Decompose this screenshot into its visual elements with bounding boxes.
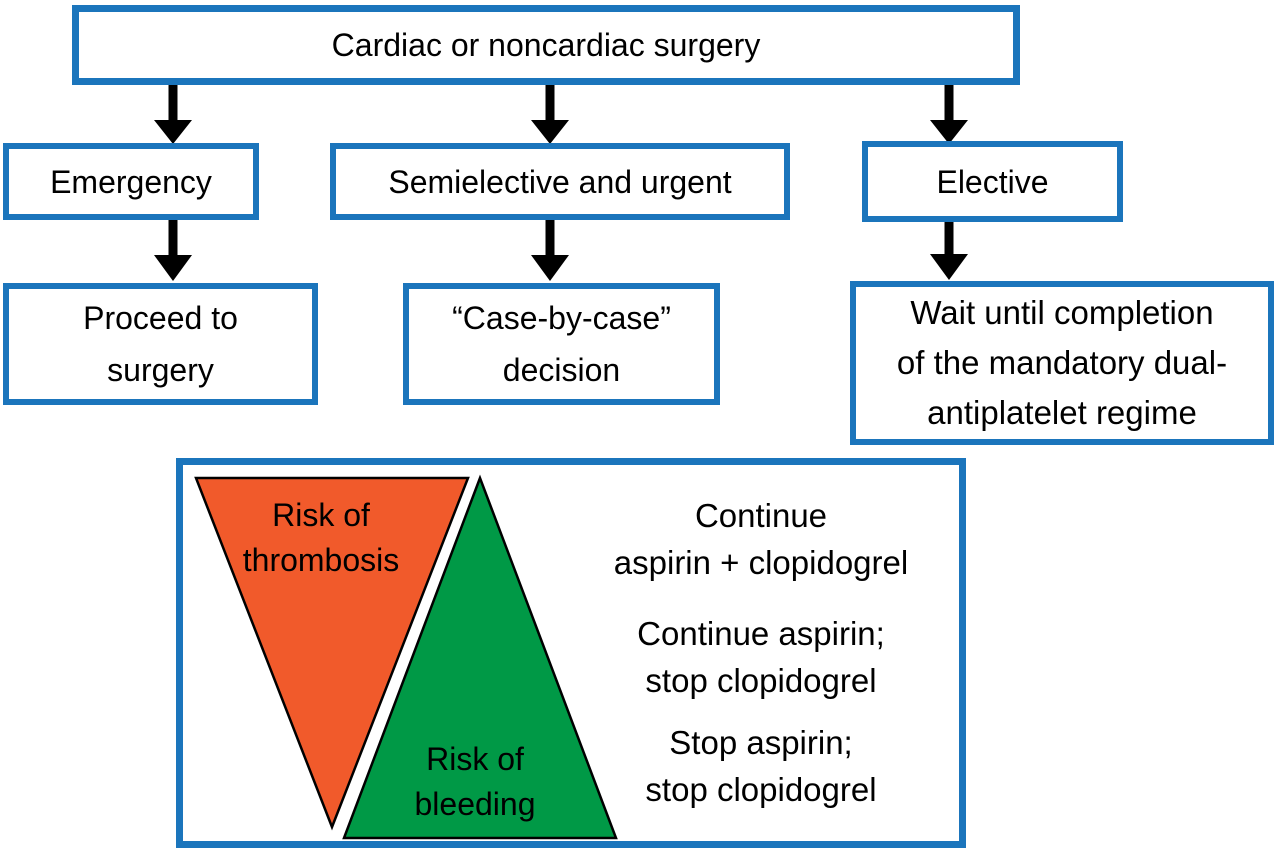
arrow-down-to-emergency-icon: [154, 84, 192, 144]
arrow-down-to-semielective-icon: [531, 84, 569, 144]
node-emergency: Emergency: [3, 143, 259, 220]
node-elective-label: Elective: [936, 163, 1049, 200]
node-semielective-urgent-label: Semielective and urgent: [388, 163, 732, 200]
risk-triangles: [194, 474, 618, 840]
arrow-down-to-proceed-icon: [154, 219, 192, 281]
risk-tradeoff-panel: Risk of thrombosis Risk of bleeding Cont…: [176, 458, 966, 848]
node-emergency-label: Emergency: [50, 163, 212, 200]
node-surgery-type-label: Cardiac or noncardiac surgery: [331, 27, 761, 63]
node-semielective-urgent: Semielective and urgent: [330, 143, 790, 220]
node-case-by-case-decision-label: “Case-by-case” decision: [452, 300, 671, 388]
node-elective: Elective: [862, 141, 1123, 222]
arrow-down-to-elective-icon: [930, 84, 968, 144]
thrombosis-triangle-icon: [194, 476, 470, 831]
bleeding-triangle-icon: [342, 474, 618, 840]
option-continue-aspirin-clopidogrel: Continue aspirin + clopidogrel: [613, 497, 909, 581]
node-case-by-case-decision: “Case-by-case” decision: [403, 283, 720, 405]
thrombosis-risk-label: Risk of thrombosis: [242, 497, 400, 578]
node-proceed-to-surgery-label: Proceed to surgery: [83, 300, 238, 388]
option-stop-aspirin-stop-clopidogrel: Stop aspirin; stop clopidogrel: [645, 724, 877, 808]
node-wait-dual-antiplatelet: Wait until completion of the mandatory d…: [850, 281, 1274, 445]
arrow-down-to-wait-icon: [930, 221, 968, 280]
arrow-down-to-case-by-case-icon: [531, 219, 569, 281]
node-proceed-to-surgery: Proceed to surgery: [3, 283, 318, 405]
bleeding-risk-label: Risk of bleeding: [414, 741, 536, 822]
node-surgery-type: Cardiac or noncardiac surgery: [72, 5, 1020, 85]
option-continue-aspirin-stop-clopidogrel: Continue aspirin; stop clopidogrel: [637, 615, 885, 699]
node-wait-dual-antiplatelet-label: Wait until completion of the mandatory d…: [896, 294, 1228, 431]
